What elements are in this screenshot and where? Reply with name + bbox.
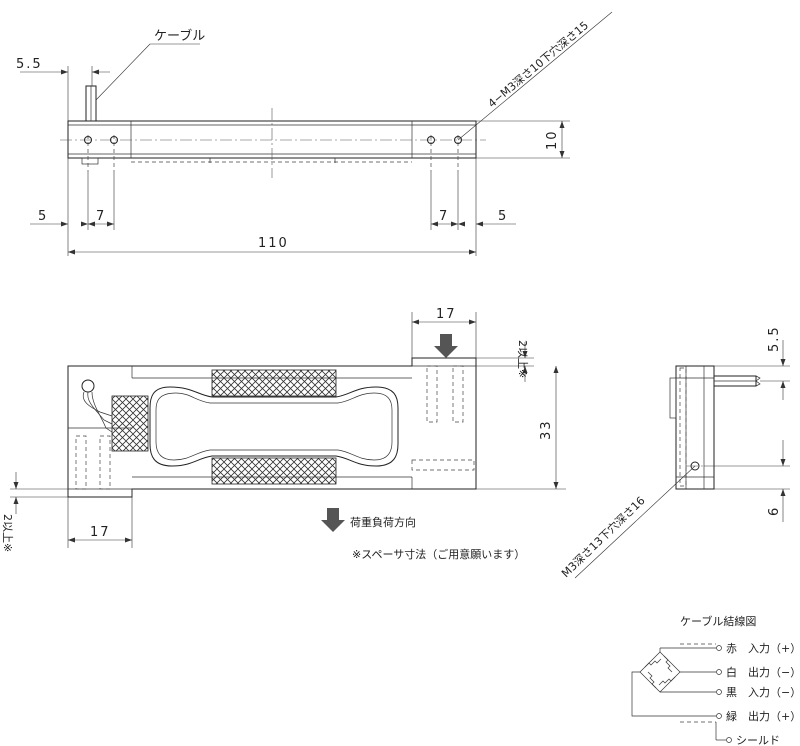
side-view: 5.5 6 M3深さ13下穴深さ16 — [558, 325, 790, 580]
wire-color-white: 白 — [726, 665, 737, 679]
terminal-green — [716, 713, 722, 719]
top-view-cable — [81, 85, 99, 165]
dim-height-label: 10 — [545, 129, 560, 150]
wire-function-green: 出力（+） — [748, 709, 800, 723]
top-view-labels: ケーブル 5.5 5 7 7 5 110 10 4−M3深さ10下穴深さ15 — [16, 18, 591, 251]
dim-bottom-spacer-label: 17 — [90, 525, 111, 540]
cable-gland-hatched — [111, 395, 149, 452]
wire-function-black: 入力（−） — [748, 686, 800, 699]
dim-height-33-label: 33 — [539, 419, 554, 440]
wire-color-black: 黒 — [726, 686, 737, 699]
spacer-note: ※スペーサ寸法（ご用意願います） — [352, 547, 525, 561]
strain-gauge-bottom — [211, 457, 337, 485]
side-view-dimensions — [574, 340, 790, 579]
wire-function-red: 入力（+） — [748, 642, 800, 655]
side-view-body — [669, 365, 715, 490]
front-view-cutout — [149, 386, 399, 467]
side-dim-top-label: 5.5 — [767, 325, 782, 352]
front-view-bolts — [68, 365, 475, 490]
strain-gauge-top — [211, 369, 337, 397]
wiring-terminals — [716, 645, 732, 743]
wire-color-green: 緑 — [726, 709, 737, 723]
wheatstone-bridge — [631, 643, 726, 741]
front-view-dimensions — [10, 312, 566, 548]
side-view-labels: 5.5 6 M3深さ13下穴深さ16 — [558, 325, 782, 580]
top-hole-note: 4−M3深さ10下穴深さ15 — [485, 18, 591, 110]
wire-color-red: 赤 — [726, 642, 737, 655]
dim-bottom-gap-label: 2以上※ — [1, 514, 14, 552]
load-direction-label: 荷重負荷方向 — [350, 515, 416, 529]
front-view: 17 2以上※ 33 2以上※ 17 荷重負荷方向 ※スペーサ寸法（ご用意願いま… — [1, 307, 566, 561]
cable-label: ケーブル — [154, 28, 205, 44]
wiring-labels: 赤 入力（+） 白 出力（−） 黒 入力（−） 緑 出力（+） シールド — [726, 642, 800, 746]
terminal-black — [716, 689, 722, 695]
dim-top-spacer-label: 17 — [436, 307, 457, 322]
dim-top-gap-label: 2以上※ — [516, 340, 529, 378]
wire-function-white: 出力（−） — [748, 665, 800, 679]
side-view-cable — [713, 375, 761, 387]
shield-label: シールド — [736, 734, 780, 746]
terminal-white — [716, 669, 722, 675]
side-hole-note: M3深さ13下穴深さ16 — [558, 493, 647, 580]
load-arrows — [321, 334, 458, 532]
side-dim-bottom-label: 6 — [767, 508, 782, 516]
strain-gauges — [111, 369, 337, 485]
top-view-dimensions — [20, 11, 613, 256]
dim-length-label: 110 — [258, 236, 289, 251]
top-view-body — [60, 108, 486, 178]
front-view-cable — [81, 379, 113, 433]
dim-right-hole-label: 7 — [439, 209, 447, 224]
dim-left-edge-label: 5 — [38, 209, 46, 224]
load-arrow-icon — [434, 334, 458, 358]
terminal-shield — [726, 737, 732, 743]
wiring-diagram: ケーブル結線図 赤 入力（+） 白 — [631, 614, 800, 746]
top-view-holes — [84, 135, 462, 172]
load-direction-arrow-icon — [321, 508, 345, 532]
top-view: ケーブル 5.5 5 7 7 5 110 10 4−M3深さ10下穴深さ15 — [16, 11, 613, 256]
terminal-red — [716, 645, 722, 651]
wiring-title: ケーブル結線図 — [680, 614, 756, 628]
front-view-labels: 17 2以上※ 33 2以上※ 17 荷重負荷方向 ※スペーサ寸法（ご用意願いま… — [1, 307, 554, 561]
dim-left-tab-label: 5.5 — [16, 57, 43, 72]
dim-left-hole-label: 7 — [96, 209, 104, 224]
dim-right-edge-label: 5 — [498, 209, 506, 224]
